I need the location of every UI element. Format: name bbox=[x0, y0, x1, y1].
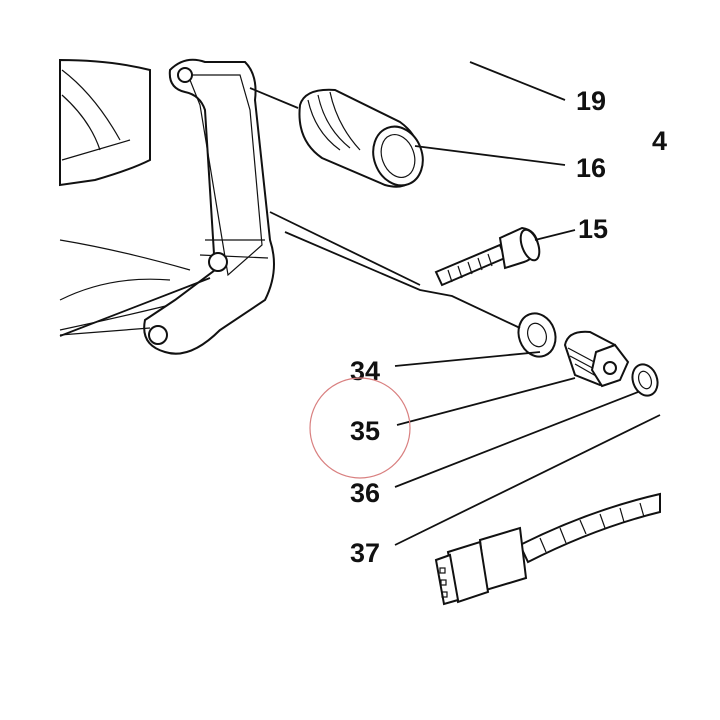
callout-36: 36 bbox=[350, 478, 380, 508]
part-15-bolt bbox=[434, 226, 541, 287]
callout-37: 37 bbox=[350, 538, 380, 568]
callout-35: 35 bbox=[350, 416, 380, 446]
part-36-oring bbox=[631, 363, 659, 397]
callout-19: 19 bbox=[576, 86, 606, 116]
part-35-sensor bbox=[563, 330, 630, 388]
part-16-sleeve bbox=[298, 88, 424, 188]
leader-lines bbox=[59, 61, 661, 546]
housing-assembly bbox=[59, 58, 275, 355]
callout-34: 34 bbox=[350, 356, 380, 386]
part-34-washer bbox=[517, 312, 557, 358]
callout-15: 15 bbox=[578, 214, 608, 244]
part-37-cable-connector bbox=[434, 492, 661, 606]
highlight-circle bbox=[309, 377, 411, 479]
callout-labels: 19 16 15 34 35 36 37 4 bbox=[350, 86, 667, 568]
callout-edge: 4 bbox=[652, 126, 667, 156]
callout-16: 16 bbox=[576, 153, 606, 183]
